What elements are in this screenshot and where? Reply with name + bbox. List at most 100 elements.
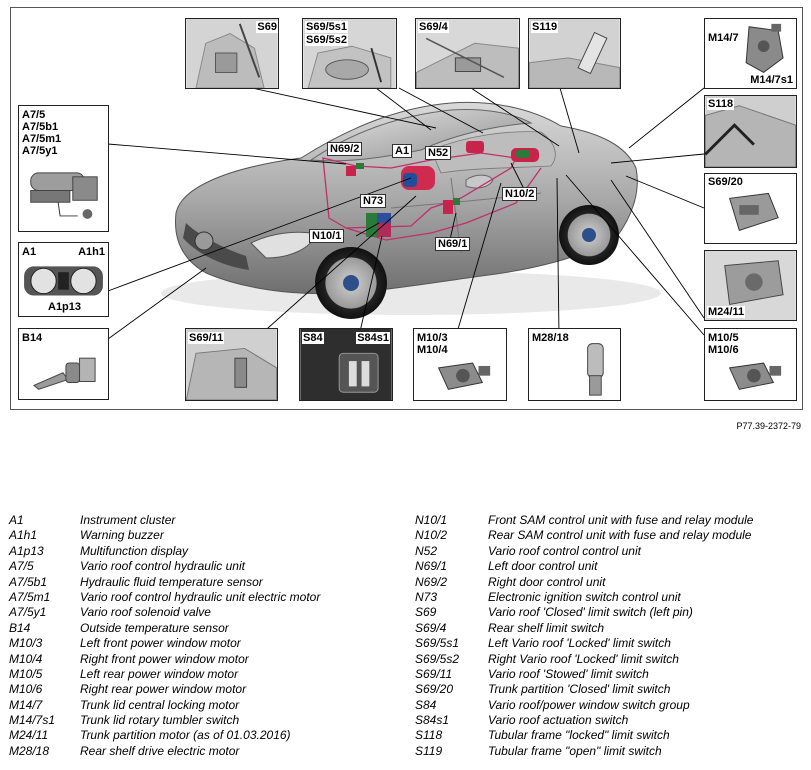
callout-s84s1: S84s1: [356, 332, 390, 344]
legend-description: Vario roof 'Stowed' limit switch: [488, 666, 649, 681]
callout-s69: S69: [256, 21, 278, 33]
legend-code: M10/5: [9, 666, 43, 681]
legend-description: Right front power window motor: [80, 651, 249, 666]
legend-description: Vario roof solenoid valve: [80, 605, 211, 620]
car-label-n10-1: N10/1: [309, 229, 345, 243]
detail-box-s84: S84 S84s1: [299, 328, 393, 401]
legend-description: Vario roof control control unit: [488, 543, 641, 558]
callout-s69-4: S69/4: [418, 21, 449, 33]
car-label-n52: N52: [425, 146, 452, 160]
legend-code: A7/5: [9, 559, 34, 574]
legend-row: A7/5y1 Vario roof solenoid valve: [9, 605, 409, 620]
detail-box-m14-7: M14/7 M14/7s1: [704, 18, 797, 89]
detail-box-a7-5: A7/5 A7/5b1 A7/5m1 A7/5y1: [18, 105, 109, 232]
callout-s84: S84: [302, 332, 324, 344]
callout-a7-5y1: A7/5y1: [21, 145, 59, 157]
callout-m10-6: M10/6: [707, 344, 740, 356]
legend-row: N69/1 Left door control unit: [415, 559, 804, 574]
detail-box-b14: B14: [18, 328, 109, 400]
car-label-a1: A1: [392, 144, 413, 158]
legend-code: A7/5y1: [9, 605, 47, 620]
legend-row: A7/5 Vario roof control hydraulic unit: [9, 559, 409, 574]
legend-description: Rear shelf limit switch: [488, 620, 605, 635]
legend-column-right: N10/1 Front SAM control unit with fuse an…: [415, 513, 804, 759]
legend-code: N10/1: [415, 513, 448, 527]
legend-description: Rear SAM control unit with fuse and rela…: [488, 528, 752, 543]
car-label-n69-2: N69/2: [327, 142, 363, 156]
legend-description: Outside temperature sensor: [80, 620, 229, 635]
detail-box-m28-18: M28/18: [528, 328, 621, 401]
callout-s69-5s1: S69/5s1: [305, 21, 348, 33]
callout-a7-5b1: A7/5b1: [21, 121, 60, 133]
detail-box-a1: A1 A1h1 A1p13: [18, 242, 109, 317]
detail-box-m10-3: M10/3 M10/4: [413, 328, 507, 401]
legend-row: S69/11 Vario roof 'Stowed' limit switch: [415, 667, 804, 682]
legend-code: S69: [415, 605, 437, 620]
s69-20-illustration: [728, 192, 779, 231]
legend-code: S69/20: [415, 682, 454, 697]
detail-box-s69-20: S69/20: [704, 173, 797, 244]
legend-row: B14 Outside temperature sensor: [9, 621, 409, 636]
legend-code: S84: [415, 697, 437, 712]
detail-box-m24-11: M24/11: [704, 250, 797, 321]
detail-box-s118: S118: [704, 95, 797, 168]
legend-description: Right rear power window motor: [80, 682, 247, 697]
legend-description: Electronic ignition switch control unit: [488, 589, 681, 604]
legend-code: M10/3: [9, 636, 43, 651]
callout-m10-4: M10/4: [416, 344, 449, 356]
legend-code: S69/4: [415, 620, 447, 635]
s69-illustration: [186, 19, 278, 88]
legend-description: Left Vario roof 'Locked' limit switch: [488, 636, 671, 651]
s69-11-illustration: [186, 329, 277, 400]
callout-s69-20: S69/20: [707, 176, 744, 188]
legend-description: Left door control unit: [488, 559, 598, 574]
legend-description: Vario roof/power window switch group: [488, 697, 690, 712]
legend-description: Front SAM control unit with fuse and rel…: [488, 513, 754, 527]
legend-row: M10/3 Left front power window motor: [9, 636, 409, 651]
legend-description: Vario roof 'Closed' limit switch (left p…: [488, 605, 693, 620]
legend-description: Vario roof control hydraulic unit: [80, 559, 245, 574]
legend-description: Multifunction display: [80, 543, 189, 558]
legend-code: M14/7: [9, 697, 43, 712]
legend-description: Trunk lid central locking motor: [80, 697, 240, 712]
legend-code: S69/11: [415, 666, 453, 681]
component-location-diagram: N69/2 A1 N52 N10/2 N73 N10/1 N69/1 S69 S…: [10, 7, 803, 410]
legend-description: Left front power window motor: [80, 636, 241, 651]
detail-box-m10-5: M10/5 M10/6: [704, 328, 797, 401]
m14-7-illustration: [745, 23, 784, 74]
callout-m10-5: M10/5: [707, 332, 740, 344]
legend-code: S69/5s1: [415, 636, 460, 651]
callout-m14-7s1: M14/7s1: [749, 74, 794, 86]
legend-row: S84 Vario roof/power window switch group: [415, 698, 804, 713]
legend-description: Tubular frame "open" limit switch: [488, 743, 662, 758]
legend-code: S84s1: [415, 713, 450, 728]
legend-code: B14: [9, 620, 31, 635]
legend-description: Trunk lid rotary tumbler switch: [80, 713, 240, 728]
detail-box-s69-4: S69/4: [415, 18, 520, 89]
legend-description: Vario roof control hydraulic unit electr…: [80, 589, 321, 604]
callout-s119: S119: [531, 21, 559, 33]
figure-reference: P77.39-2372-79: [736, 421, 801, 431]
m10-5-illustration: [728, 362, 782, 390]
legend-code: A1h1: [9, 528, 38, 543]
detail-box-s119: S119: [528, 18, 621, 89]
legend-code: S118: [415, 728, 443, 743]
callout-m24-11: M24/11: [707, 306, 746, 318]
legend-code: N73: [415, 589, 438, 604]
callout-s69-11: S69/11: [188, 332, 225, 344]
legend-code: N69/1: [415, 559, 448, 574]
legend-row: S69/5s1 Left Vario roof 'Locked' limit sw…: [415, 636, 804, 651]
car-label-n73: N73: [360, 194, 387, 208]
